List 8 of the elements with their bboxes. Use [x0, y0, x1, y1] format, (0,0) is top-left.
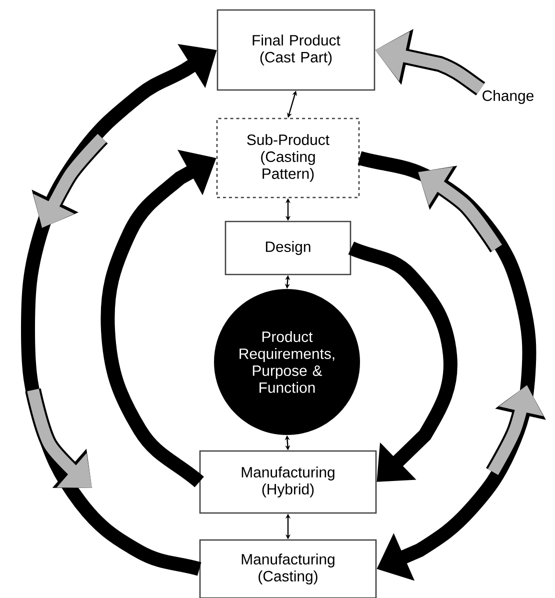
curved-arrow — [358, 151, 536, 581]
dashed-box: Sub-Product (Casting Pattern) — [216, 118, 360, 198]
process-box: Manufacturing (Casting) — [199, 539, 377, 598]
process-box: Design — [224, 220, 352, 276]
change-label: Change — [482, 90, 534, 104]
process-box: Manufacturing (Hybrid) — [199, 450, 377, 514]
curved-arrow — [348, 242, 458, 482]
process-box: Final Product (Cast Part) — [216, 9, 376, 91]
